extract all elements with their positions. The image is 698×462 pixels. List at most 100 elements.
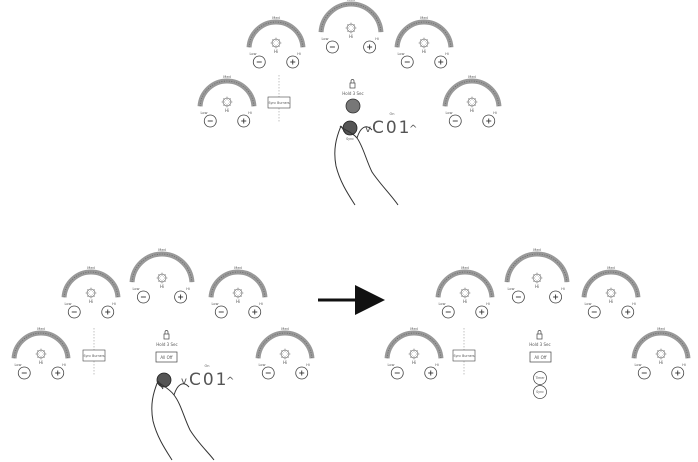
knob-plus-button[interactable] <box>621 305 635 319</box>
knob-arc <box>318 1 384 33</box>
knob-minus-button[interactable] <box>203 114 217 128</box>
knob-minus-button[interactable] <box>325 40 339 54</box>
knob-minus-button[interactable] <box>441 305 455 319</box>
knob-minus-button[interactable] <box>448 114 462 128</box>
sync-button-label: Sync <box>346 137 354 141</box>
bottom-left-display-code: C01 <box>189 370 229 390</box>
knob-left-label: Low <box>133 287 140 291</box>
knob-plus-button[interactable] <box>549 290 562 304</box>
timer-button[interactable]: Timer <box>533 371 547 385</box>
knob-top-label: Med <box>657 327 664 331</box>
knob-mid-label: Hi <box>609 299 613 304</box>
knob-mid-label: Hi <box>274 49 278 54</box>
knob-minus-button[interactable] <box>637 366 651 380</box>
knob-plus-button[interactable] <box>434 55 448 69</box>
knob-arc <box>581 269 641 298</box>
knob-arc-texture <box>633 332 689 359</box>
knob-plus-button[interactable] <box>237 114 251 128</box>
flame-icon <box>345 22 357 34</box>
knob-mid-label: Hi <box>236 299 240 304</box>
knob-mid-label: Hi <box>283 360 287 365</box>
knob-arc-texture <box>248 21 304 48</box>
hand-top <box>334 125 399 206</box>
flame-icon <box>408 348 420 360</box>
sync-button[interactable]: Sync <box>342 120 358 141</box>
knob-arc <box>504 251 570 283</box>
knob-plus-button[interactable] <box>51 366 65 380</box>
knob-minus-button[interactable] <box>214 305 228 319</box>
sync-burners-button[interactable]: Sync Burners <box>82 328 106 376</box>
knob-plus-button[interactable] <box>286 55 300 69</box>
knob-right-label: Hi <box>186 287 190 291</box>
knob-minus-button[interactable] <box>17 366 31 380</box>
knob-minus-button[interactable] <box>512 290 525 304</box>
knob-left-label: Low <box>15 363 22 367</box>
sync-label: Sync <box>536 390 544 394</box>
knob-arc-texture <box>13 332 69 359</box>
sync-button[interactable] <box>156 372 172 388</box>
sync-burners-button[interactable]: Sync Burners <box>267 75 291 123</box>
knob-minus-button[interactable] <box>252 55 266 69</box>
knob-top-label: Med <box>461 266 468 270</box>
knob-plus-button[interactable] <box>475 305 489 319</box>
svg-text:v: v <box>365 124 371 135</box>
all-off-button[interactable]: All Off <box>529 351 552 363</box>
knob-plus-button[interactable] <box>248 305 262 319</box>
knob-arc <box>442 78 502 107</box>
knob-mid-label: Hi <box>160 284 164 289</box>
knob-plus-button[interactable] <box>363 40 377 54</box>
knob-arc <box>129 251 195 283</box>
knob-plus-button[interactable] <box>424 366 438 380</box>
knob-minus-button[interactable] <box>390 366 404 380</box>
knob-plus-button[interactable] <box>101 305 115 319</box>
knob-minus-button[interactable] <box>136 290 150 304</box>
all-off-button[interactable] <box>345 98 361 114</box>
knob-right-label: Hi <box>375 37 379 41</box>
br-hold-label: Hold 3 Sec <box>529 342 550 347</box>
knob-plus-button[interactable] <box>174 290 188 304</box>
knob-arc <box>197 78 257 107</box>
all-off-button[interactable]: All Off <box>155 351 178 363</box>
knob-plus-button[interactable] <box>295 366 309 380</box>
knob-plus-button[interactable] <box>671 366 685 380</box>
knob-arc <box>394 19 454 48</box>
top-display-code: C01 <box>372 118 412 138</box>
sync-burners-button[interactable]: Sync Burners <box>452 328 476 376</box>
knob-right-label: Hi <box>112 302 116 306</box>
knob-minus-button[interactable] <box>587 305 601 319</box>
knob-right-label: Hi <box>62 363 66 367</box>
sync-button[interactable]: Sync <box>533 385 547 399</box>
flame-icon <box>156 272 168 284</box>
knob-minus-button[interactable] <box>400 55 414 69</box>
knob-top-label: Med <box>158 248 165 252</box>
knob-right-label: Hi <box>486 302 490 306</box>
knob-arc-texture <box>199 80 255 107</box>
knob-mid-label: Hi <box>89 299 93 304</box>
knob-left-label: Low <box>259 363 266 367</box>
knob-arc-texture <box>583 271 639 298</box>
knob-minus-button[interactable] <box>261 366 275 380</box>
knob-top-label: Med <box>272 16 279 20</box>
knob-minus-button[interactable] <box>67 305 81 319</box>
knob-plus-button[interactable] <box>482 114 496 128</box>
knob-arc-texture <box>63 271 119 298</box>
top-hold-label: Hold 3 Sec <box>342 91 363 96</box>
knob-mid-label: Hi <box>422 49 426 54</box>
sync-burners-label: Sync Burners <box>83 354 104 358</box>
